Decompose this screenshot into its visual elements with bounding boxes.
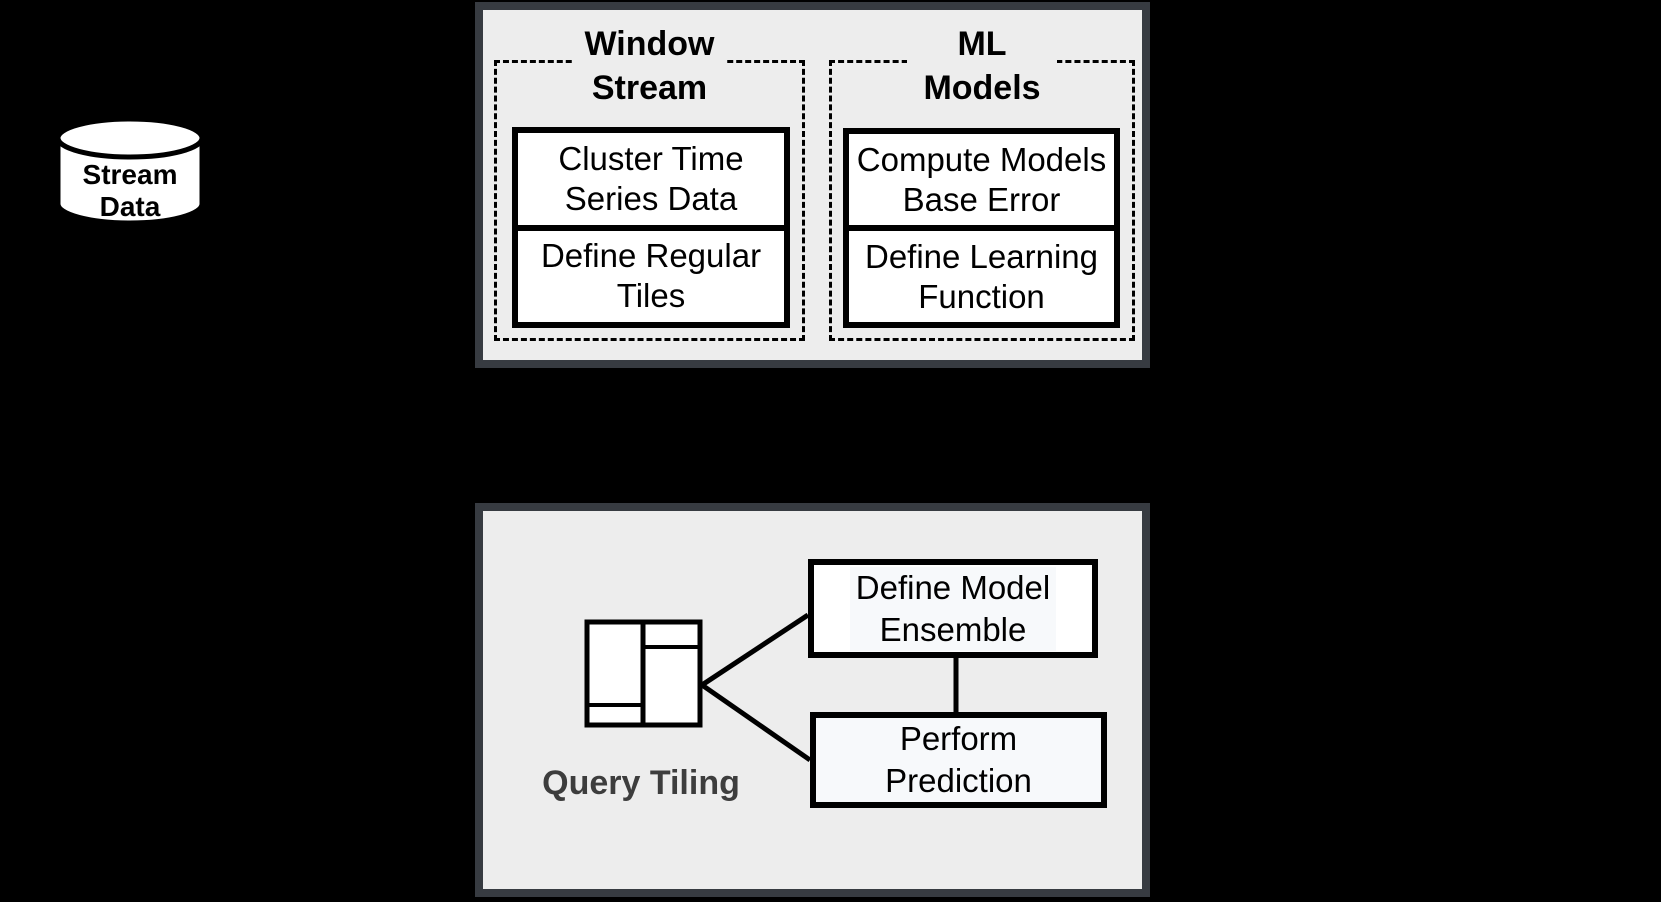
perform-prediction-box: Perform Prediction xyxy=(810,712,1107,808)
tiling-icon xyxy=(584,612,959,763)
perform-prediction-label: Perform Prediction xyxy=(816,718,1101,802)
define-model-ensemble-box: Define Model Ensemble xyxy=(808,559,1098,658)
database-cylinder-icon xyxy=(55,116,205,226)
group-window-stream: Window Stream Cluster Time Series Data D… xyxy=(494,22,805,341)
step-define-learning-function: Define Learning Function xyxy=(849,225,1114,322)
window-stream-steps: Cluster Time Series Data Define Regular … xyxy=(512,127,790,328)
group-window-stream-title: Window Stream xyxy=(572,22,727,110)
stream-data-label: Stream Data xyxy=(82,159,178,222)
group-ml-models: ML Models Compute Models Base Error Defi… xyxy=(829,22,1135,341)
query-tiling-label: Query Tiling xyxy=(542,764,740,802)
prediction-panel: Define Model Ensemble Perform Prediction… xyxy=(475,503,1150,897)
step-define-regular-tiles: Define Regular Tiles xyxy=(518,224,784,322)
step-compute-models-base-error: Compute Models Base Error xyxy=(849,134,1114,225)
step-cluster-time-series: Cluster Time Series Data xyxy=(518,133,784,225)
training-panel: Window Stream Cluster Time Series Data D… xyxy=(475,2,1150,368)
define-model-ensemble-label: Define Model Ensemble xyxy=(849,566,1057,651)
ml-models-steps: Compute Models Base Error Define Learnin… xyxy=(843,128,1120,328)
group-ml-models-title: ML Models xyxy=(907,22,1057,110)
